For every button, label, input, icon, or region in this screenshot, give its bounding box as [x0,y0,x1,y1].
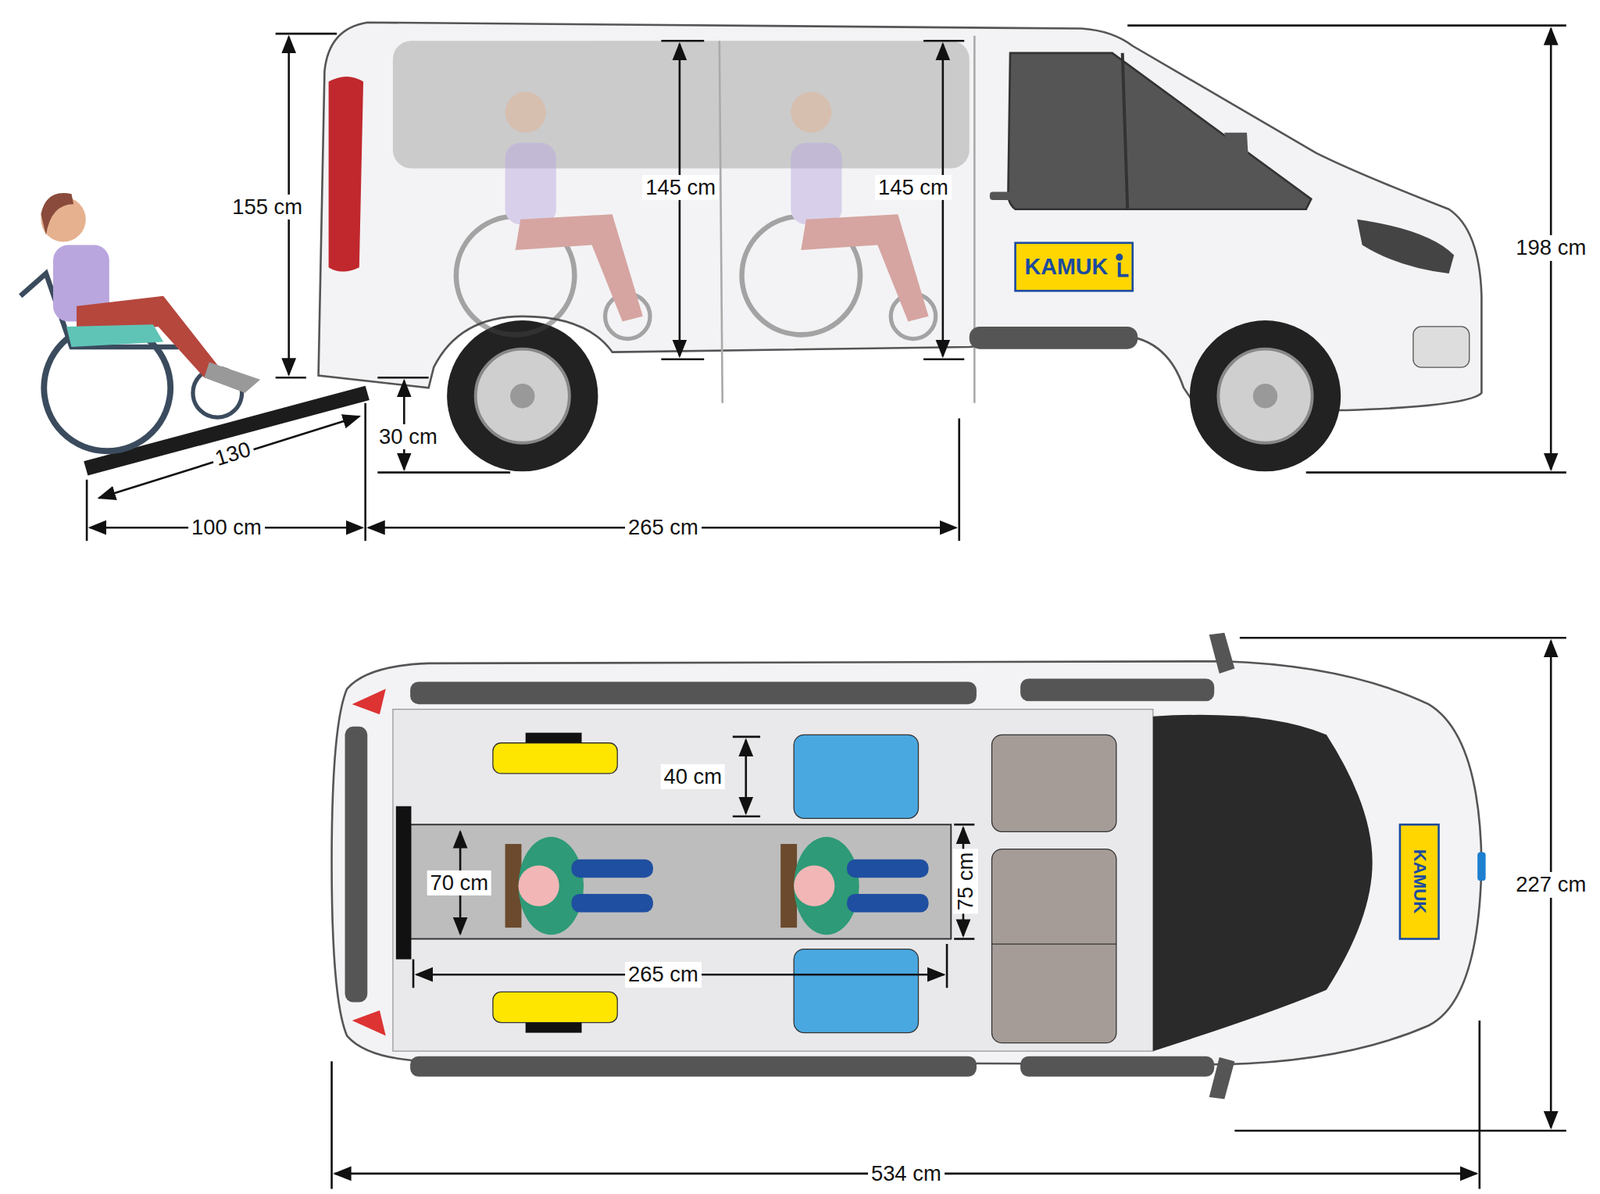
dimension-lines [86,25,1567,542]
logo-text: KAMUK [1409,846,1430,918]
dimension-label: 227 cm [1512,871,1590,897]
side-view [20,22,1482,476]
dimension-label: 198 cm [1512,235,1590,261]
dimension-lines-top [332,637,1567,1189]
dimension-label: 265 cm [625,961,702,987]
dimension-label: 40 cm [660,764,726,790]
dimension-label: 75 cm [953,849,979,915]
dimension-label: 145 cm [875,175,952,200]
dimension-label: 130 [208,435,257,472]
dimension-label: 265 cm [625,514,702,540]
logo-text: KAMUK [1021,253,1111,281]
dimension-label: 155 cm [228,194,306,220]
dimension-label: 100 cm [188,514,265,540]
dimension-label: 145 cm [642,175,719,200]
dimension-label: 70 cm [426,870,492,896]
dimension-label: 30 cm [375,424,441,450]
dimension-label: 534 cm [867,1160,945,1186]
top-view [332,632,1486,1100]
